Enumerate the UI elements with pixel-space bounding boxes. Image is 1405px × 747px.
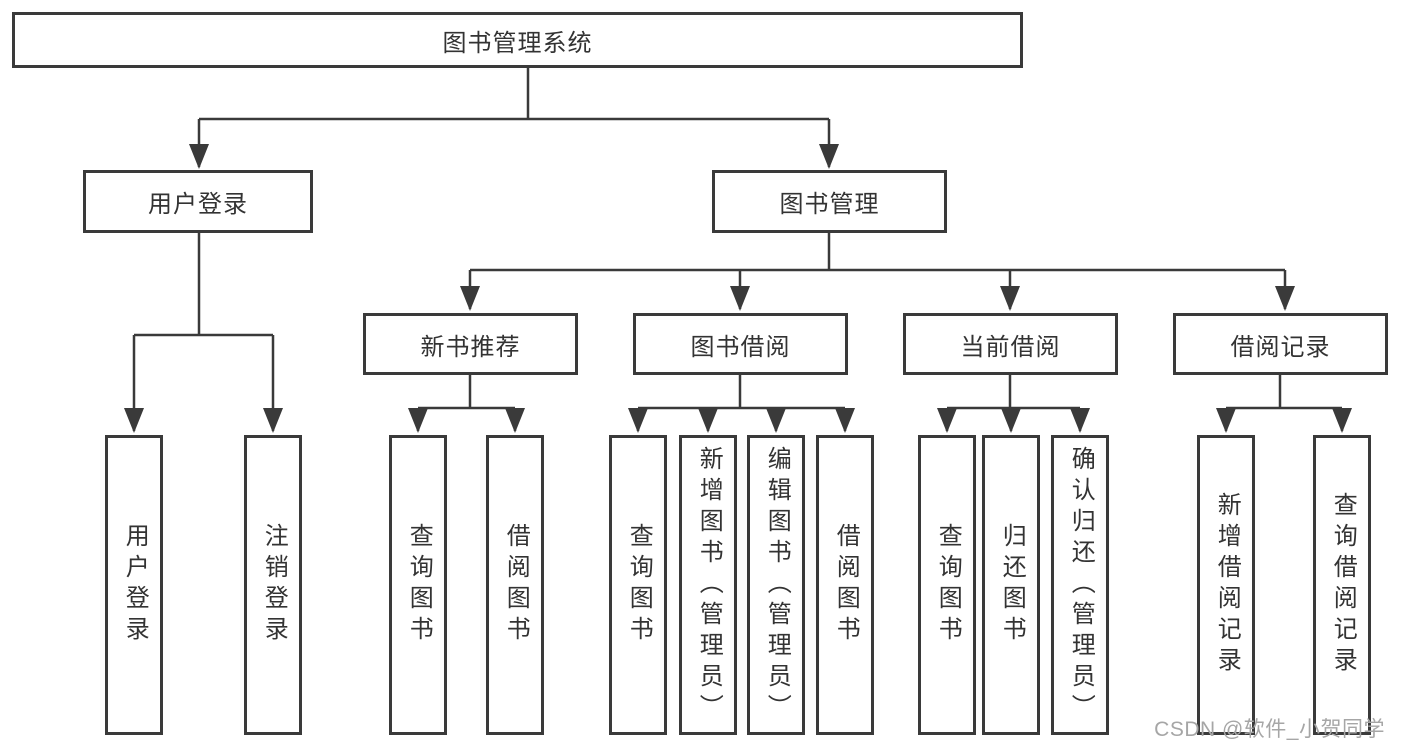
node-ul-logout: 注销登录: [244, 435, 302, 735]
node-br-add-label: 新增借阅记录: [1213, 492, 1241, 678]
node-book-mgmt: 图书管理: [712, 170, 947, 233]
node-bb-query-label: 查询图书: [625, 523, 653, 647]
node-user-login: 用户登录: [83, 170, 313, 233]
node-br-query-label: 查询借阅记录: [1329, 492, 1357, 678]
node-bb-edit: 编辑图书（管理员）: [747, 435, 805, 735]
node-ul-login: 用户登录: [105, 435, 163, 735]
node-bb-add: 新增图书（管理员）: [679, 435, 737, 735]
node-nb-query-label: 查询图书: [405, 523, 433, 647]
node-root: 图书管理系统: [12, 12, 1023, 68]
node-book-borrow: 图书借阅: [633, 313, 848, 375]
node-nb-query: 查询图书: [389, 435, 447, 735]
node-current-borrow: 当前借阅: [903, 313, 1118, 375]
node-bb-borrow: 借阅图书: [816, 435, 874, 735]
node-nb-borrow-label: 借阅图书: [502, 523, 530, 647]
node-ul-login-label: 用户登录: [121, 523, 149, 647]
node-br-add: 新增借阅记录: [1197, 435, 1255, 735]
node-cb-query: 查询图书: [918, 435, 976, 735]
node-br-query: 查询借阅记录: [1313, 435, 1371, 735]
node-cb-confirm: 确认归还（管理员）: [1051, 435, 1109, 735]
node-cb-return: 归还图书: [982, 435, 1040, 735]
node-cb-query-label: 查询图书: [934, 523, 962, 647]
node-bb-edit-label: 编辑图书（管理员）: [763, 445, 791, 725]
csdn-watermark: CSDN @软件_小贺同学: [1154, 718, 1385, 741]
node-cb-confirm-label: 确认归还（管理员）: [1067, 445, 1095, 725]
node-new-book-rec: 新书推荐: [363, 313, 578, 375]
node-bb-add-label: 新增图书（管理员）: [695, 445, 723, 725]
node-ul-logout-label: 注销登录: [260, 523, 288, 647]
node-borrow-record: 借阅记录: [1173, 313, 1388, 375]
node-nb-borrow: 借阅图书: [486, 435, 544, 735]
node-bb-borrow-label: 借阅图书: [832, 523, 860, 647]
node-cb-return-label: 归还图书: [998, 523, 1026, 647]
node-bb-query: 查询图书: [609, 435, 667, 735]
